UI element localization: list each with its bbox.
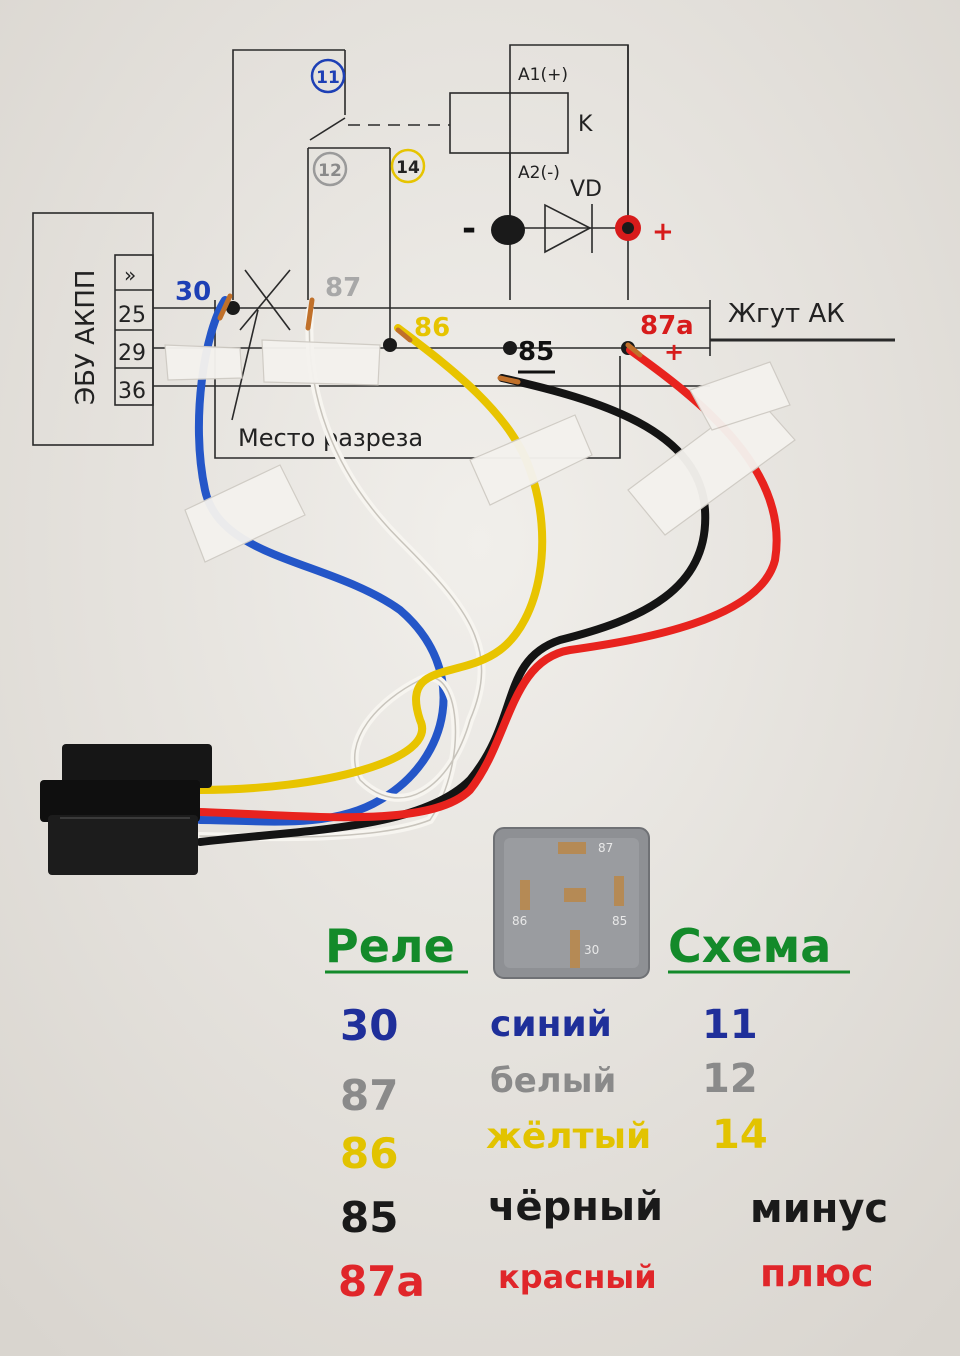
relay-pin-86-label: 86 [512, 914, 527, 928]
ecu-label: ЭБУ АКПП [71, 270, 101, 405]
contact-14-circle [390, 148, 426, 184]
contact-14-label: 14 [396, 158, 420, 178]
contact-12-circle [312, 151, 348, 187]
legend-row-4-color: чёрный [488, 1184, 663, 1230]
ecu-arrow-glyph: » [124, 263, 136, 287]
legend-row-3-scheme: 14 [712, 1112, 768, 1158]
pin-86-label: 86 [414, 313, 450, 343]
relay-pin-30-label: 30 [584, 943, 599, 957]
legend-row-3-pin: 86 [340, 1129, 398, 1178]
legend-row-1-scheme: 11 [702, 1002, 758, 1048]
legend-row-5-pin: 87a [338, 1257, 425, 1306]
relay-module: 87 86 85 30 [493, 827, 650, 979]
wire-yellow [196, 324, 547, 794]
wire-tips [217, 293, 643, 385]
relay-socket [40, 744, 212, 875]
wires [194, 296, 781, 846]
legend-row-5-color: красный [498, 1258, 657, 1296]
relay-pin-87-label: 87 [598, 841, 613, 855]
minus-terminal [491, 215, 525, 245]
relay-coil [449, 92, 569, 154]
tape-strip-1 [164, 344, 243, 381]
legend: Реле Схема 30 синий 11 87 белый 12 86 жё… [325, 919, 888, 1306]
contact-markers: 11 12 14 [310, 58, 426, 187]
relay-pin-86-blade [520, 880, 530, 910]
tape-strip-2 [261, 339, 381, 386]
ecu-pin-25: 25 [118, 303, 146, 328]
pin-87a-label: 87a [640, 311, 694, 341]
schematic [32, 44, 895, 459]
a1-label: A1(+) [518, 65, 568, 85]
legend-row-2-color: белый [490, 1061, 616, 1101]
relay-pin-87-blade [558, 842, 586, 854]
harness-label: Жгут АК [728, 299, 845, 329]
legend-row-2-scheme: 12 [702, 1056, 758, 1102]
tape-strip-4 [469, 414, 593, 506]
coil-label: K [578, 112, 593, 137]
legend-row-4-pin: 85 [340, 1193, 398, 1242]
ecu-pin-29: 29 [118, 341, 146, 366]
legend-row-4-scheme: минус [750, 1186, 888, 1232]
plus-sign: + [652, 217, 674, 247]
diode-symbol [544, 203, 592, 254]
tape-strip-3 [184, 464, 306, 563]
legend-row-5-scheme: плюс [760, 1251, 874, 1295]
relay-pin-30-blade [570, 930, 580, 968]
pin-85-label: 85 [518, 337, 554, 367]
legend-row-1-pin: 30 [340, 1001, 398, 1050]
relay-pin-85-label: 85 [612, 914, 627, 928]
tape-strip-6 [689, 361, 791, 431]
relay-pin-87a-blade [564, 888, 586, 902]
pin-87a-plus: + [664, 338, 684, 366]
a2-label: A2(-) [518, 163, 560, 183]
pin-30-label: 30 [175, 277, 211, 307]
pin-87-label: 87 [325, 273, 361, 303]
contact-11-label: 11 [316, 68, 340, 88]
terminal-dots [226, 215, 641, 355]
minus-sign: - [462, 209, 476, 249]
ecu-pin-36: 36 [118, 379, 146, 404]
schematic-text: ЭБУ АКПП 25 29 36 » K A1(+) A2(-) VD Мес… [71, 65, 845, 452]
legend-row-1-color: синий [490, 1004, 612, 1045]
socket-body-bottom [48, 815, 198, 875]
tape-strips [164, 339, 796, 563]
legend-header-scheme: Схема [668, 919, 831, 973]
contact-12-label: 12 [318, 161, 342, 181]
contact-11-circle [310, 58, 346, 94]
socket-body-top [62, 744, 212, 788]
diode-label: VD [570, 177, 602, 202]
legend-row-2-pin: 87 [340, 1071, 398, 1120]
relay-pin-85-blade [614, 876, 624, 906]
legend-row-3-color: жёлтый [486, 1116, 651, 1157]
socket-body-mid [40, 780, 200, 822]
legend-header-relay: Реле [325, 919, 455, 973]
